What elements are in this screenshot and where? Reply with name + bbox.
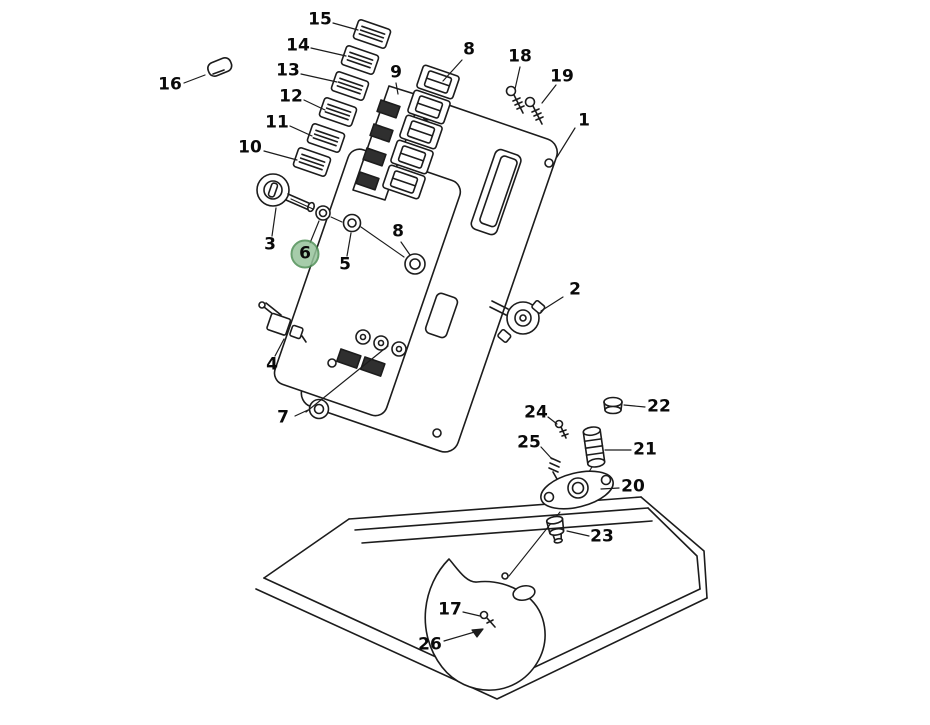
console-cutout (424, 558, 546, 691)
part-16-plug (207, 57, 233, 77)
part-label-3[interactable]: 3 (264, 234, 276, 255)
part-label-8-panel[interactable]: 8 (392, 221, 404, 242)
part-label-9[interactable]: 9 (390, 62, 402, 83)
part-label-17[interactable]: 17 (438, 599, 462, 620)
part-24-screw (554, 419, 569, 439)
part-label-21[interactable]: 21 (633, 439, 657, 460)
part-label-10[interactable]: 10 (238, 137, 262, 158)
part-label-26[interactable]: 26 (418, 634, 442, 655)
part-label-12[interactable]: 12 (279, 86, 303, 107)
part-21-valve (582, 426, 606, 468)
part-9-switch-bracket (352, 85, 422, 201)
part-label-22[interactable]: 22 (647, 396, 671, 417)
part-label-1[interactable]: 1 (578, 110, 590, 131)
part-5-washer (342, 213, 362, 233)
part-label-4[interactable]: 4 (266, 354, 278, 375)
console-hole (512, 584, 536, 602)
part-label-18[interactable]: 18 (508, 46, 532, 67)
part-label-16[interactable]: 16 (158, 74, 182, 95)
part-label-7[interactable]: 7 (277, 407, 289, 428)
part-14-switch (339, 44, 381, 76)
part-17-screw (479, 610, 496, 628)
part-label-11[interactable]: 11 (265, 112, 289, 133)
part-label-5[interactable]: 5 (339, 254, 351, 275)
part-3-ignition-switch (256, 173, 315, 213)
part-12-switch (317, 96, 359, 128)
leader-lines (183, 22, 646, 642)
part-6-nut (315, 205, 331, 221)
part-label-8-top[interactable]: 8 (463, 39, 475, 60)
part-25-fitting (548, 457, 561, 480)
console-surface (255, 496, 708, 700)
part-label-14[interactable]: 14 (286, 35, 310, 56)
part-label-23[interactable]: 23 (590, 526, 614, 547)
part-label-15[interactable]: 15 (308, 9, 332, 30)
part-label-13[interactable]: 13 (276, 60, 300, 81)
highlight-circle-part-6 (290, 239, 320, 269)
assembly-axis-line (290, 198, 405, 258)
part-label-24[interactable]: 24 (524, 402, 548, 423)
part-18-bolt (505, 85, 525, 114)
arrowhead-26 (471, 628, 484, 638)
part-22-cap (603, 396, 623, 415)
part-label-19[interactable]: 19 (550, 66, 574, 87)
part-19-bolt (524, 96, 544, 125)
part-label-20[interactable]: 20 (621, 476, 645, 497)
part-label-6-highlighted[interactable]: 6 (299, 243, 311, 264)
part-label-2[interactable]: 2 (569, 279, 581, 300)
part-11-switch (305, 122, 347, 154)
part-15-switch (351, 18, 393, 50)
part-10-switch (291, 146, 333, 178)
part-2-sensor (489, 300, 546, 343)
console-screw-hole (501, 572, 509, 580)
part-23-fitting (545, 515, 565, 544)
part-4-toggle-switch (258, 301, 307, 343)
part-20-mounting-plate (540, 470, 614, 510)
part-label-25[interactable]: 25 (517, 432, 541, 453)
part-7-knob (308, 398, 330, 420)
part-13-switch (329, 70, 371, 102)
